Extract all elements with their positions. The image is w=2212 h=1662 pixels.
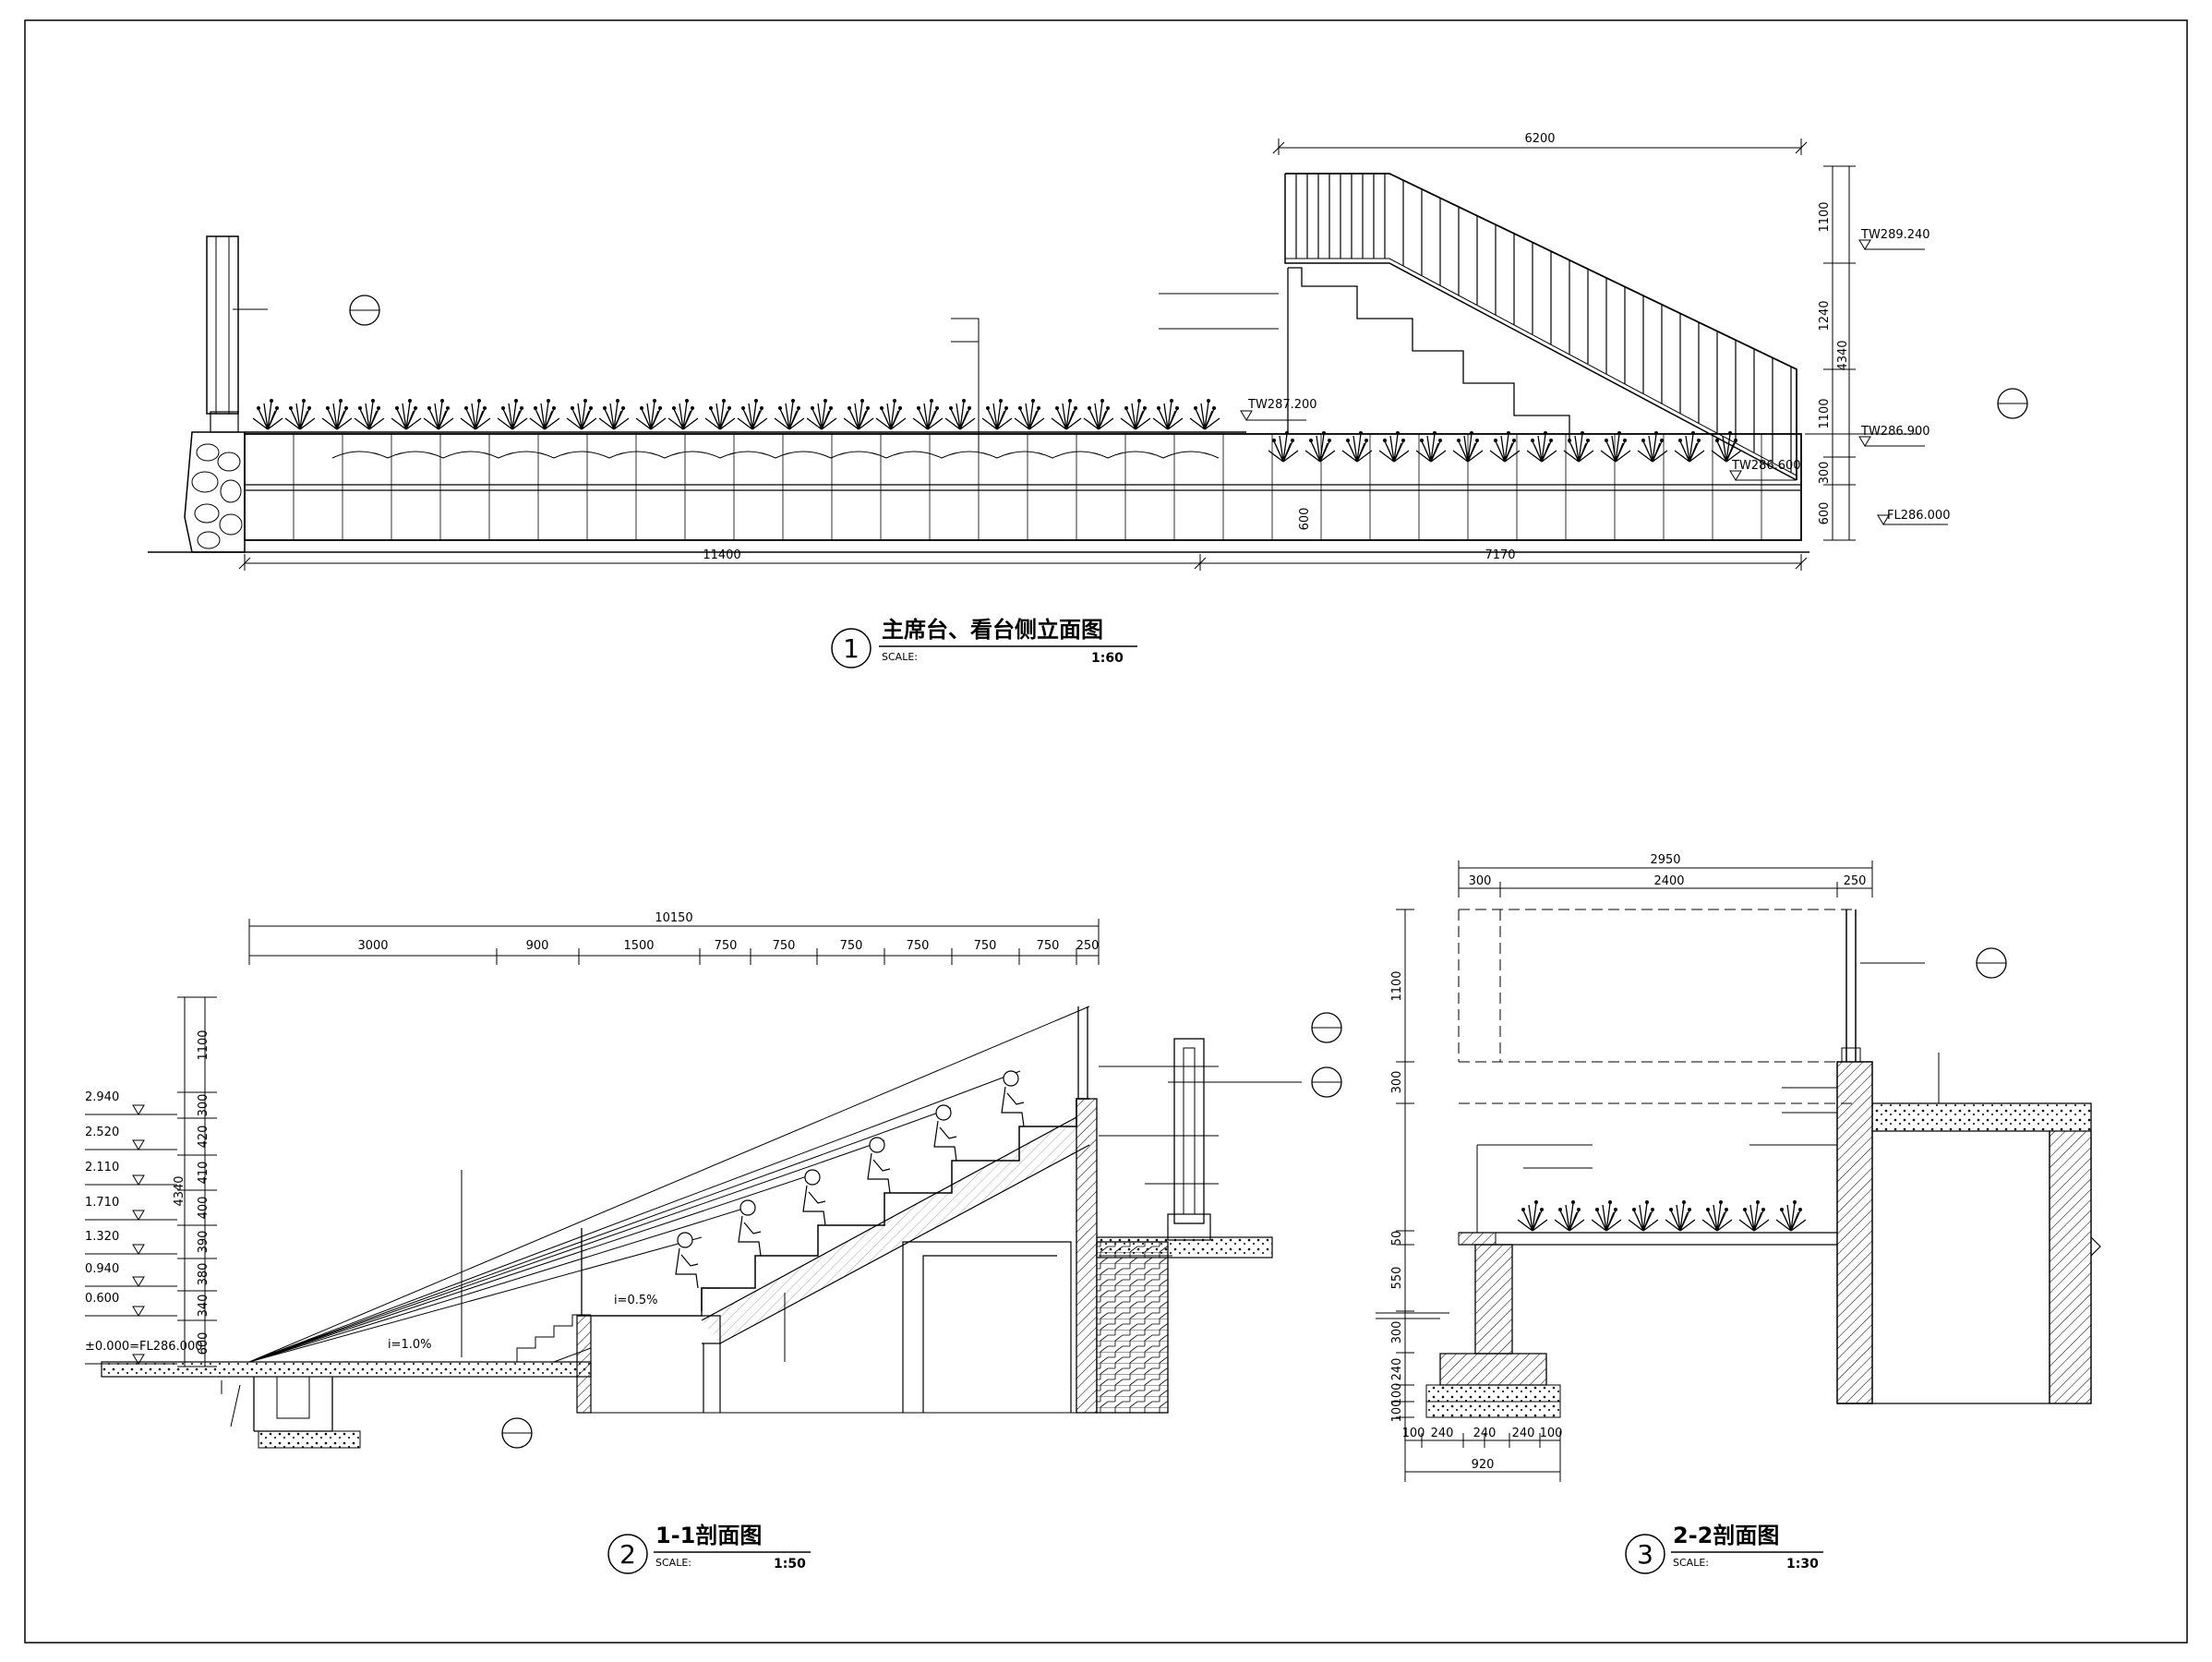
dim-100-right: 100: [1540, 1427, 1563, 1440]
dim-4340: 4340: [1836, 340, 1850, 370]
dim-420: 420: [197, 1126, 210, 1149]
dim-1500: 1500: [623, 939, 654, 953]
level-0-600: 0.600: [85, 1292, 119, 1306]
dim-1100: 1100: [197, 1030, 210, 1060]
level-0-000: ±0.000=FL286.000: [85, 1340, 202, 1354]
dim-1100-top: 1100: [1818, 201, 1832, 232]
title-block-2: 2 1-1剖面图 SCALE: 1:50: [607, 1523, 811, 1574]
dim-410: 410: [197, 1162, 210, 1185]
level-1-710: 1.710: [85, 1196, 119, 1210]
dim-7170: 7170: [1485, 548, 1515, 562]
drawing-number-3: 3: [1637, 1539, 1653, 1570]
elev-tw287-200: TW287.200: [1247, 398, 1317, 412]
level-2-110: 2.110: [85, 1161, 119, 1174]
dim-750-3: 750: [840, 939, 863, 953]
elev-tw286-600: TW286.600: [1731, 459, 1801, 473]
dim-240-3: 240: [1512, 1427, 1535, 1440]
dim-300: 300: [1390, 1071, 1404, 1094]
level-1-320: 1.320: [85, 1230, 119, 1244]
dim-2950: 2950: [1650, 853, 1680, 867]
dim-50: 50: [1390, 1231, 1404, 1246]
dim-240-1: 240: [1431, 1427, 1454, 1440]
dim-100-left: 100: [1402, 1427, 1425, 1440]
scale-label-3: SCALE:: [1673, 1557, 1709, 1569]
title-block-1: 1 主席台、看台侧立面图 SCALE: 1:60: [831, 617, 1137, 668]
dim-600: 600: [1818, 502, 1832, 525]
dim-300: 300: [1469, 874, 1492, 888]
dim-3000: 3000: [357, 939, 388, 953]
planter-plants: [1517, 1199, 1807, 1232]
dim-240-2: 240: [1473, 1427, 1497, 1440]
drawing-1-elevation: 11400 7170 6200 1100 1240 1100 300 600 4…: [148, 132, 2028, 571]
elev-fl286-000: FL286.000: [1887, 509, 1950, 523]
dim-6200: 6200: [1524, 132, 1555, 146]
dim-750-2: 750: [773, 939, 796, 953]
drawing-number-1: 1: [843, 633, 860, 664]
dim-300: 300: [1818, 462, 1832, 485]
dim-1100: 1100: [1390, 970, 1404, 1001]
dim-750-6: 750: [1037, 939, 1060, 953]
dim-380: 380: [197, 1263, 210, 1286]
dim-400: 400: [197, 1197, 210, 1220]
elev-tw286-900: TW286.900: [1860, 425, 1930, 439]
dim-10150: 10150: [655, 911, 692, 925]
level-2-940: 2.940: [85, 1090, 119, 1104]
dim-100b: 100: [1390, 1400, 1404, 1423]
plants-row: [252, 398, 1742, 463]
dim-600: 600: [197, 1332, 210, 1355]
title-block-3: 3 2-2剖面图 SCALE: 1:30: [1625, 1523, 1823, 1574]
dim-600-inner: 600: [1298, 508, 1312, 531]
elev-tw289-240: TW289.240: [1860, 228, 1930, 242]
drawing-1-title: 主席台、看台侧立面图: [882, 617, 1103, 643]
scale-value-1: 1:60: [1091, 651, 1124, 666]
dim-550: 550: [1390, 1267, 1404, 1290]
dim-300: 300: [197, 1094, 210, 1117]
dim-4340: 4340: [173, 1175, 186, 1206]
dim-11400: 11400: [703, 548, 740, 562]
dim-100a: 100: [1390, 1383, 1404, 1406]
drawing-3-title: 2-2剖面图: [1673, 1523, 1779, 1548]
dim-900: 900: [526, 939, 549, 953]
dim-390: 390: [197, 1231, 210, 1254]
dim-750-1: 750: [715, 939, 738, 953]
dim-2400: 2400: [1653, 874, 1684, 888]
scale-value-3: 1:30: [1786, 1557, 1819, 1572]
slope-1-0: i=1.0%: [388, 1338, 432, 1352]
drawing-3-section-2-2: 2950 300 2400 250 1100 300 50 550 300 24…: [1376, 853, 2101, 1482]
dim-250: 250: [1844, 874, 1867, 888]
scale-value-2: 1:50: [774, 1557, 806, 1572]
dim-250: 250: [1076, 939, 1100, 953]
slope-0-5: i=0.5%: [614, 1294, 658, 1307]
dim-750-4: 750: [907, 939, 930, 953]
dim-240: 240: [1390, 1358, 1404, 1381]
dim-750-5: 750: [974, 939, 997, 953]
dim-920: 920: [1472, 1458, 1495, 1472]
drawing-2-title: 1-1剖面图: [655, 1523, 762, 1548]
drawing-number-2: 2: [619, 1539, 636, 1570]
scale-label-1: SCALE:: [882, 651, 918, 663]
dim-340: 340: [197, 1295, 210, 1318]
dim-1100-mid: 1100: [1818, 398, 1832, 428]
dim-300b: 300: [1390, 1321, 1404, 1344]
drawing-2-section-1-1: 10150 3000 900 1500 750 750 750 750 750 …: [85, 911, 1342, 1449]
scale-label-2: SCALE:: [655, 1557, 691, 1569]
level-2-520: 2.520: [85, 1126, 119, 1139]
level-0-940: 0.940: [85, 1262, 119, 1276]
dim-1240: 1240: [1818, 300, 1832, 331]
